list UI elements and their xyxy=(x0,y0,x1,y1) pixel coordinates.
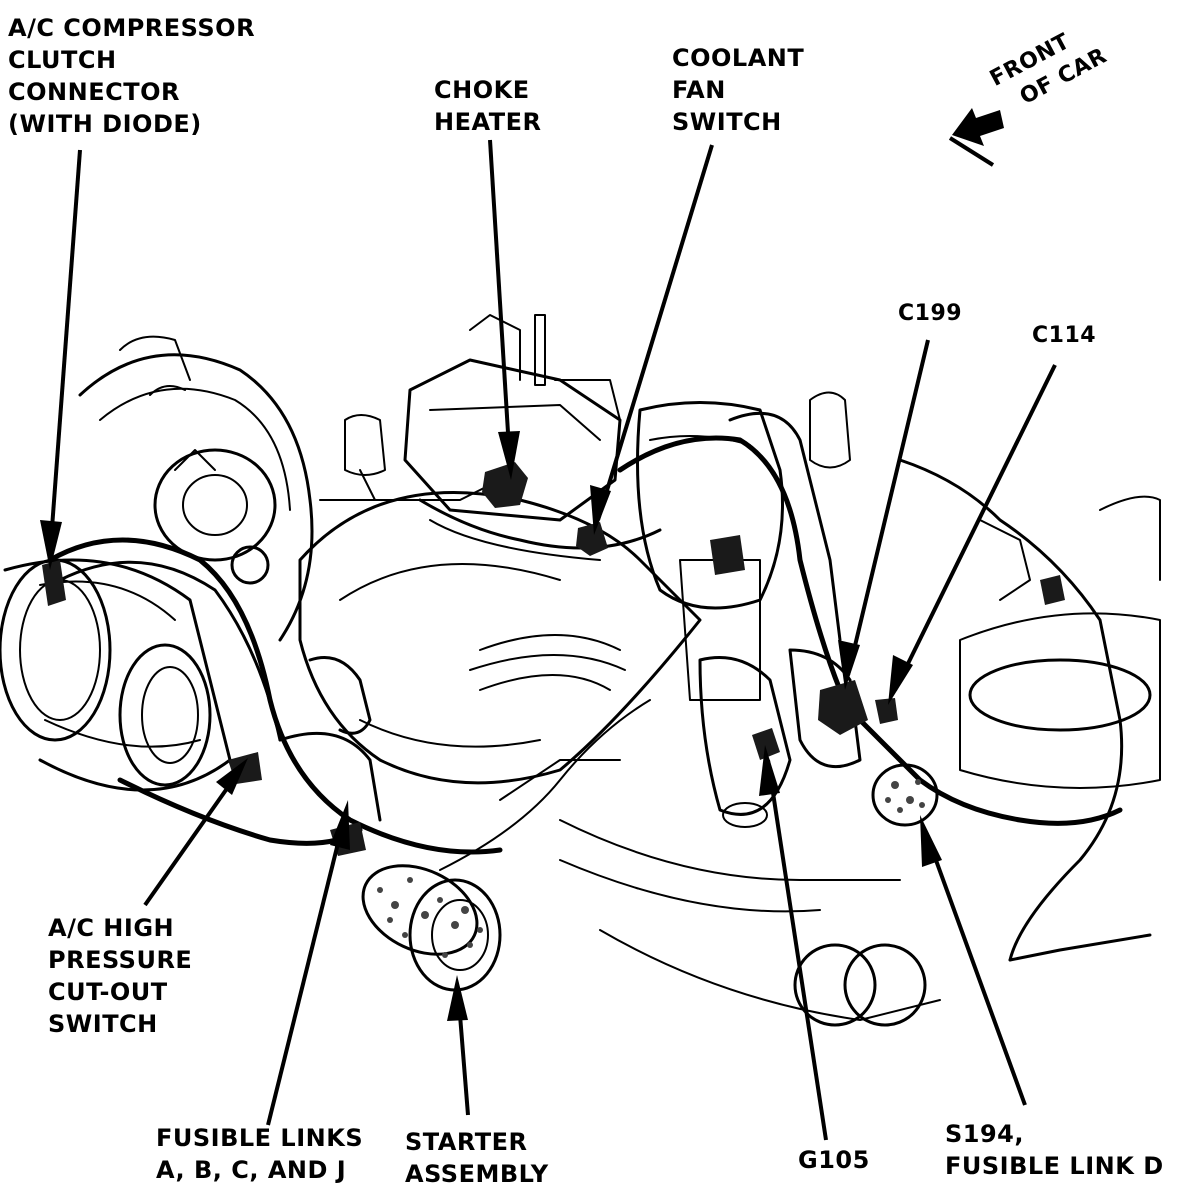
label-line: HEATER xyxy=(434,108,542,136)
label-line: CUT-OUT xyxy=(48,978,168,1006)
label-line: FUSIBLE LINKS xyxy=(156,1124,364,1152)
label-line: A/C COMPRESSOR xyxy=(8,14,256,42)
label-coolant-fan-switch: COOLANT FAN SWITCH xyxy=(672,42,804,138)
label-line: SWITCH xyxy=(672,108,782,136)
label-c199: C199 xyxy=(898,298,962,330)
arrow-fusible-links xyxy=(266,800,350,1126)
label-starter-assembly: STARTER ASSEMBLY xyxy=(405,1126,549,1190)
label-s194-fusible-link-d: S194, FUSIBLE LINK D xyxy=(945,1118,1164,1182)
label-line: SWITCH xyxy=(48,1010,158,1038)
arrow-ac-high-pressure xyxy=(143,758,248,907)
ac-compressor-drawing xyxy=(0,335,314,792)
label-line: A/C HIGH xyxy=(48,914,175,942)
leader-arrows xyxy=(40,108,1057,1141)
label-line: C199 xyxy=(898,301,963,326)
front-of-car-arrow-icon xyxy=(948,108,1004,167)
engine-illustration xyxy=(0,314,1161,1027)
label-line: (WITH DIODE) xyxy=(8,110,202,138)
starter-assembly-drawing xyxy=(361,864,502,992)
label-line: S194, xyxy=(945,1120,1024,1148)
arrow-g105 xyxy=(759,745,828,1141)
arrow-ac-compressor-clutch xyxy=(40,149,82,570)
fusible-link-d-drawing xyxy=(871,763,939,827)
label-line: STARTER xyxy=(405,1128,528,1156)
label-line: CONNECTOR xyxy=(8,78,180,106)
component-details xyxy=(42,462,1065,992)
arrow-s194 xyxy=(920,815,1027,1106)
label-line: CLUTCH xyxy=(8,46,117,74)
label-line: C114 xyxy=(1032,323,1097,348)
wiring-harness-drawing xyxy=(47,411,1152,962)
label-g105: G105 xyxy=(798,1144,870,1176)
arrow-coolant-fan-switch xyxy=(590,144,714,535)
label-ac-compressor-clutch-connector: A/C COMPRESSOR CLUTCH CONNECTOR (WITH DI… xyxy=(8,12,255,140)
arrow-c199 xyxy=(838,339,930,690)
label-line: A, B, C, AND J xyxy=(156,1156,347,1184)
arrow-c114 xyxy=(888,364,1057,705)
label-line: FAN xyxy=(672,76,726,104)
label-choke-heater: CHOKE HEATER xyxy=(434,74,541,138)
label-ac-high-pressure-cutout-switch: A/C HIGH PRESSURE CUT-OUT SWITCH xyxy=(48,912,192,1040)
label-line: COOLANT xyxy=(672,44,805,72)
label-line: ASSEMBLY xyxy=(405,1160,549,1188)
label-line: G105 xyxy=(798,1146,870,1174)
label-line: PRESSURE xyxy=(48,946,193,974)
label-c114: C114 xyxy=(1032,320,1096,352)
label-line: FUSIBLE LINK D xyxy=(945,1152,1164,1180)
label-line: CHOKE xyxy=(434,76,530,104)
label-fusible-links: FUSIBLE LINKS A, B, C, AND J xyxy=(156,1122,363,1186)
arrow-starter-assembly xyxy=(447,975,470,1116)
arrow-choke-heater xyxy=(488,139,520,480)
